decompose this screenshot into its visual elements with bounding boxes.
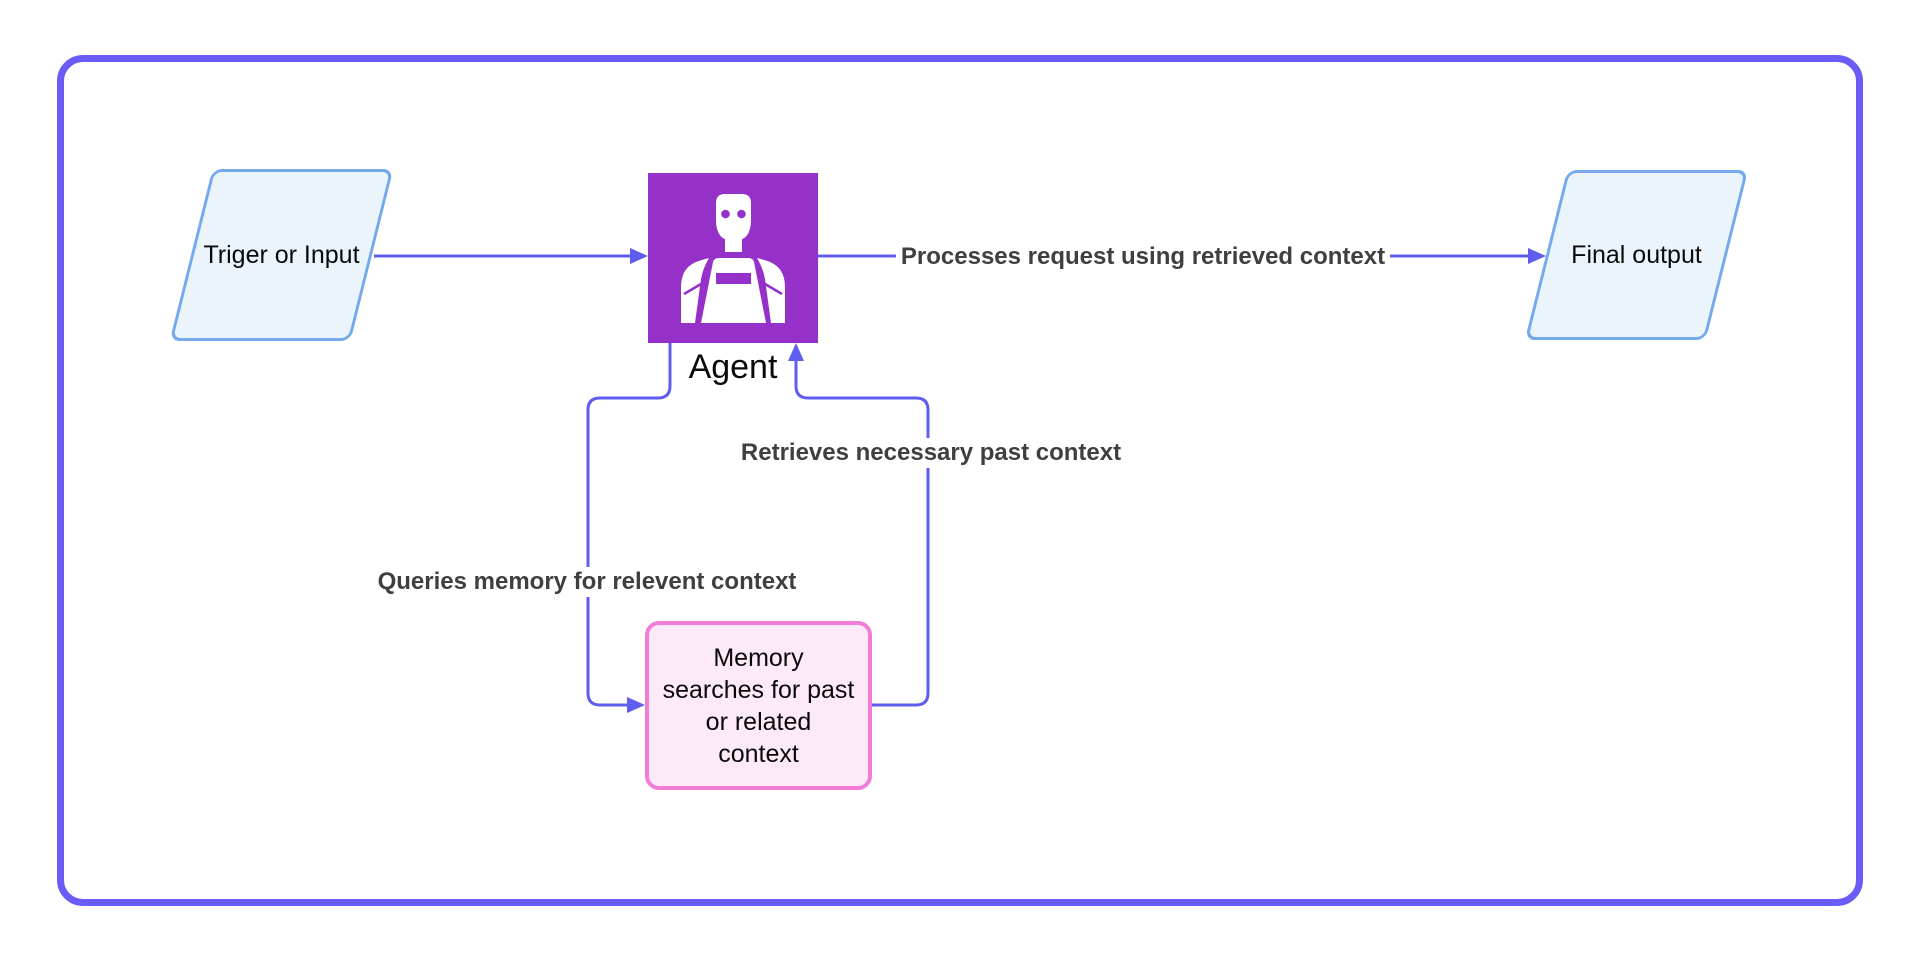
node-final-output-label: Final output: [1571, 240, 1702, 269]
node-memory: Memory searches for past or related cont…: [645, 621, 872, 790]
edge-agent-to-memory: [586, 343, 672, 707]
edge-label-retrieves-context: Retrieves necessary past context: [735, 438, 1127, 468]
node-agent: [648, 173, 818, 343]
robot-icon: [681, 194, 785, 323]
node-trigger-label: Triger or Input: [203, 240, 360, 269]
arrowhead-trigger-to-agent: [630, 248, 648, 264]
arrowhead-memory-to-agent: [788, 343, 804, 361]
edge-label-queries-memory: Queries memory for relevent context: [372, 567, 802, 597]
node-agent-label: Agent: [688, 348, 778, 386]
edge-label-processes-request: Processes request using retrieved contex…: [895, 242, 1391, 272]
arrowhead-agent-to-final: [1528, 248, 1546, 264]
diagram-frame: [57, 55, 1863, 906]
node-trigger-or-input: Triger or Input: [169, 169, 394, 341]
node-final-output: Final output: [1524, 170, 1749, 340]
edge-memory-to-agent: [794, 361, 930, 707]
arrowhead-agent-to-memory: [627, 697, 645, 713]
